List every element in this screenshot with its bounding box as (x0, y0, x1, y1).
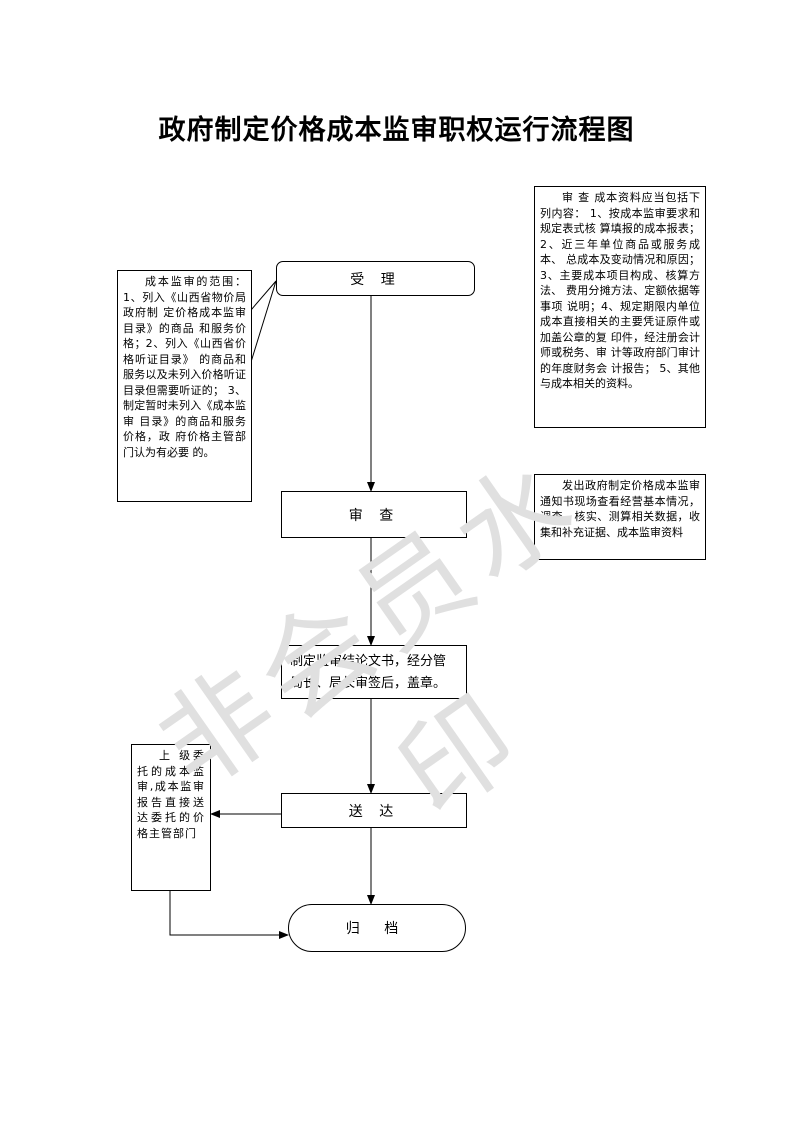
arrow-superior-archive (169, 891, 289, 939)
page-title: 政府制定价格成本监审职权运行流程图 (158, 115, 635, 146)
scope-note: 成本监审的范围： 1、列入《山西省物价局政府制 定价格成本监审目录》的商品 和服… (117, 270, 252, 502)
deliver-box: 送 达 (281, 793, 467, 828)
materials-note: 审 查 成本资料应当包括下列内容： 1、按成本监审要求和规定表式核 算填报的成本… (534, 186, 706, 428)
review-box: 审 查 (281, 491, 467, 538)
superior-note: 上 级委托的成本监审,成本监审报告直接送达委托的价格主管部门 (131, 744, 211, 891)
conclusion-box: 制定监审结论文书，经分管局长、局长审签后，盖章。 (281, 645, 467, 699)
archive-box: 归 档 (288, 904, 466, 952)
callout-pointer (250, 280, 277, 363)
accept-box: 受 理 (276, 261, 475, 296)
notice-note: 发出政府制定价格成本监审通知书现场查看经营基本情况，调查、核实、测算相关数据，收… (534, 474, 706, 560)
